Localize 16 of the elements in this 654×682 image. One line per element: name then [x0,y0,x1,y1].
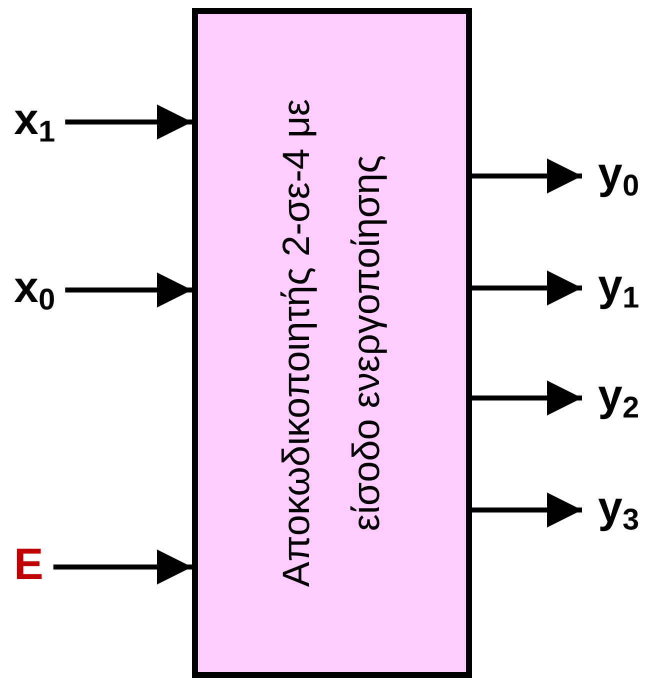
arrow [472,492,582,528]
arrow [472,158,582,194]
output-signal-label: y$_{3}$ [598,486,640,530]
arrow [472,380,582,416]
arrow [53,550,192,584]
input-signal-label: E [14,543,44,587]
output-signal-label: y$_{1}$ [598,264,640,308]
output-signal-label: y$_{0}$ [598,152,640,196]
arrow [65,272,192,308]
output-signal-label: y$_{2}$ [598,374,640,418]
block-title: Αποκωδικοποιητής 2-σε-4 με είσοδο ενεργοποίησης [275,98,389,589]
decoder-block [192,8,472,678]
input-signal-label: x$_{0}$ [14,266,56,310]
arrow [472,270,582,306]
input-signal-label: x$_{1}$ [14,98,56,142]
arrow [65,104,192,140]
